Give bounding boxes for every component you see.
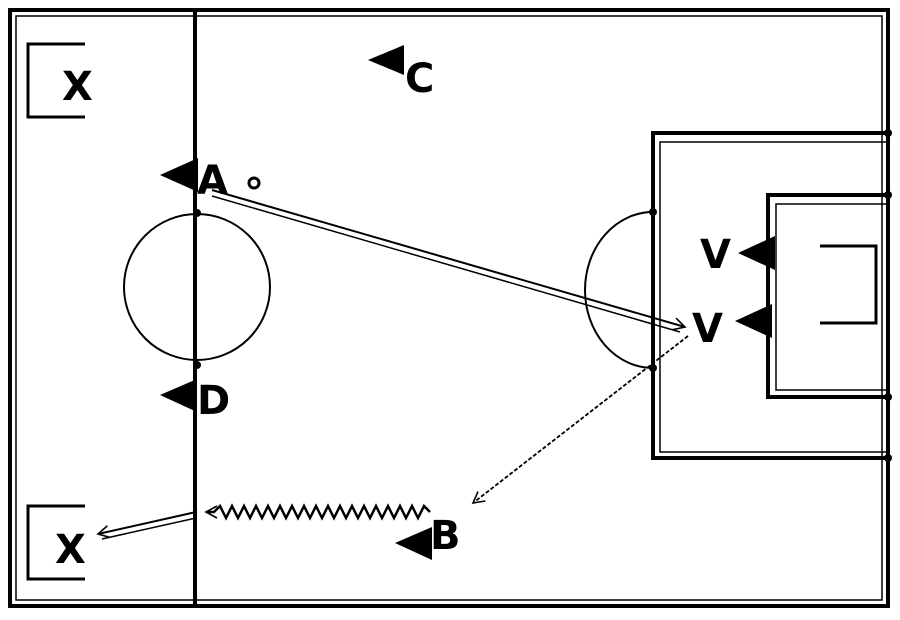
player-c-label: C	[405, 56, 434, 102]
goal-area-inner	[775, 203, 888, 391]
pass-a-to-v-shadow	[211, 195, 681, 333]
player-v-bottom-label: V	[692, 306, 723, 352]
goal-top-left-label: X	[62, 64, 93, 110]
shot-to-goal	[96, 511, 197, 539]
player-b-label: B	[430, 513, 461, 559]
penalty-area	[651, 131, 888, 460]
junction-dot	[649, 364, 657, 372]
player-a: A	[160, 158, 228, 204]
junction-dot	[884, 129, 892, 137]
player-d-label: D	[197, 378, 230, 424]
player-triangle-icon	[395, 527, 432, 560]
player-triangle-icon	[368, 45, 404, 75]
player-d: D	[160, 378, 230, 424]
player-b: B	[395, 513, 461, 560]
player-c: C	[368, 45, 434, 102]
player-triangle-icon	[160, 379, 197, 412]
mini-goal-top	[26, 42, 85, 119]
player-triangle-icon	[160, 158, 198, 192]
pass-a-to-v	[211, 189, 687, 331]
junction-dot	[884, 191, 892, 199]
player-v-bottom: V	[692, 304, 772, 352]
junction-dot	[884, 393, 892, 401]
junction-dot	[193, 361, 201, 369]
player-v-top-label: V	[700, 232, 731, 278]
field-inner-boundary	[15, 15, 883, 601]
player-triangle-icon	[738, 236, 775, 270]
player-v-top: V	[700, 232, 775, 278]
goal-area	[766, 193, 888, 399]
penalty-area-inner	[659, 141, 888, 453]
player-triangle-icon	[735, 304, 772, 338]
goal-bottom-left-label: X	[55, 527, 86, 573]
shot-to-goal-shadow	[101, 517, 197, 540]
mini-goal-bottom	[26, 504, 85, 581]
junction-dot	[884, 454, 892, 462]
player-a-label: A	[197, 158, 228, 204]
penalty-arc	[584, 211, 654, 369]
pass-v-to-b	[471, 335, 689, 505]
dribble-b	[204, 503, 431, 521]
junction-dot	[649, 208, 657, 216]
junction-dot	[193, 209, 201, 217]
goal	[820, 244, 878, 325]
field	[8, 8, 892, 608]
movements	[96, 189, 689, 540]
ball-icon	[247, 176, 261, 190]
field-boundary	[8, 8, 890, 608]
